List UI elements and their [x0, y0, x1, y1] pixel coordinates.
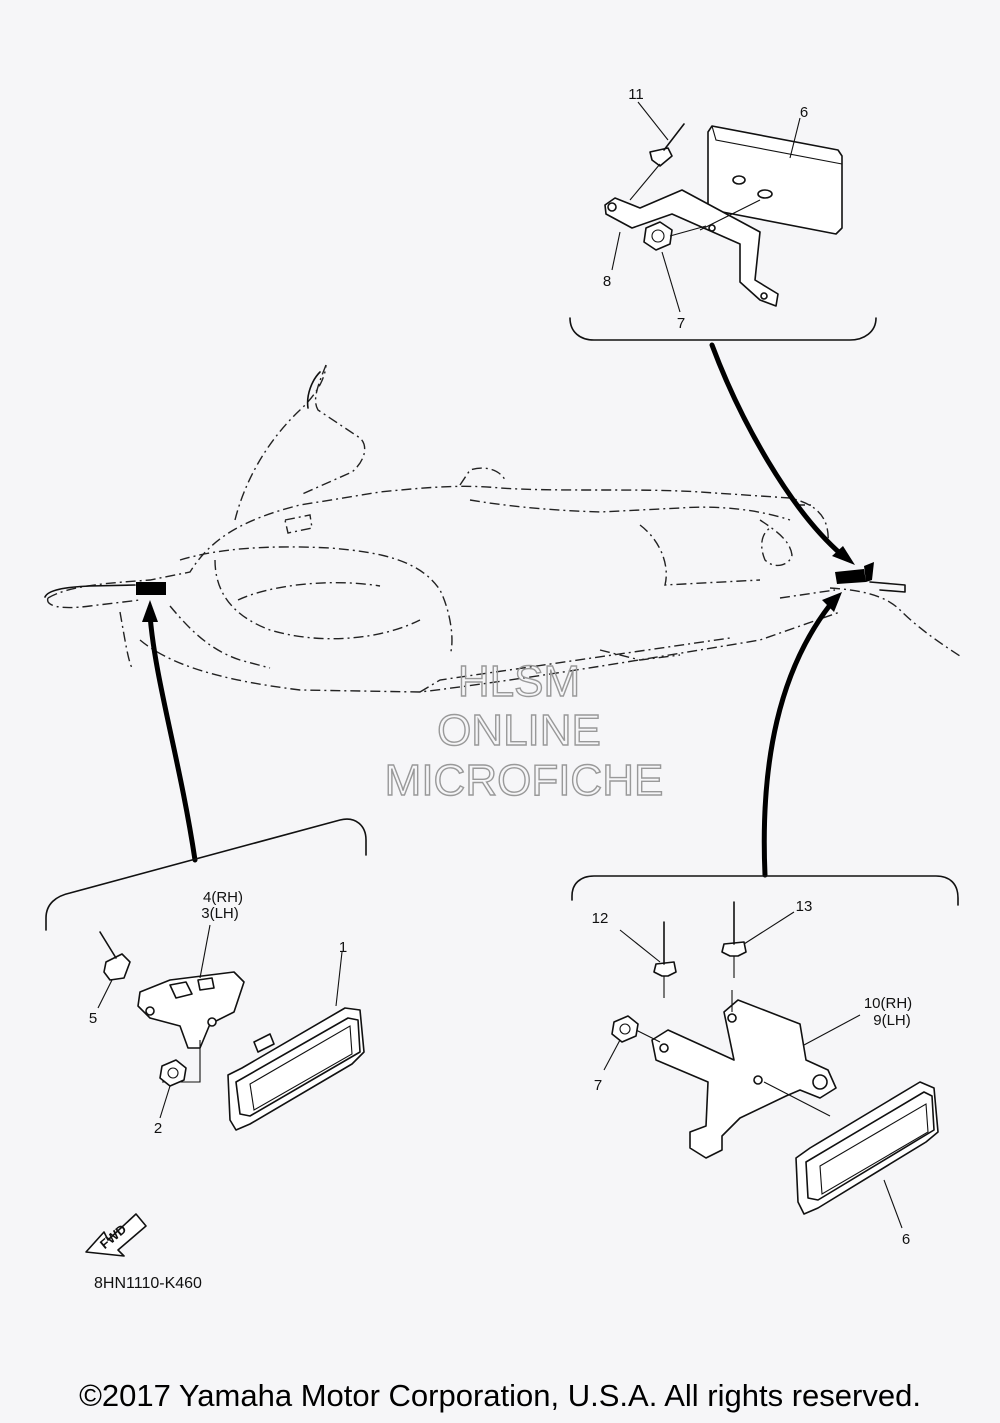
rear-detail-inset: 12 13 10(RH) 9(LH) 7 6: [571, 875, 959, 1248]
detail-arrowhead-front: [142, 600, 158, 622]
watermark-line-2: ONLINE: [437, 706, 601, 755]
diagram-code: 8HN1110-K460: [94, 1275, 202, 1292]
callout-8: 8: [603, 273, 611, 290]
detail-arrow-rear-reflector: [761, 602, 833, 878]
front-detail-inset: 4(RH) 3(LH) 1 5 2: [45, 818, 367, 1137]
callout-7-right: 7: [594, 1077, 602, 1094]
rivet-part-13: [721, 941, 747, 957]
rivet-part-12: [653, 961, 677, 977]
watermark: HLSM ONLINE MICROFICHE: [384, 656, 664, 805]
callout-10: 10(RH): [864, 995, 912, 1012]
rivet-part-5: [103, 953, 131, 981]
callout-13: 13: [796, 898, 813, 915]
callout-5: 5: [89, 1010, 97, 1027]
detail-arrowhead-rear: [822, 592, 842, 612]
front-reflector-location-marker: [136, 582, 166, 595]
copyright-notice: ©2017 Yamaha Motor Corporation, U.S.A. A…: [79, 1378, 921, 1413]
callout-4: 4(RH): [203, 889, 243, 906]
detail-arrow-front-reflector: [147, 612, 198, 863]
callout-6-top: 6: [800, 104, 808, 121]
nut-part-7-right: [611, 1015, 639, 1043]
callout-12: 12: [592, 910, 609, 927]
callout-6-bottom: 6: [902, 1231, 910, 1248]
callout-2: 2: [154, 1120, 162, 1137]
bracket-part-8: [604, 189, 779, 307]
fwd-arrow-icon: FWD: [85, 1213, 147, 1257]
bracket-part-9-10: [651, 999, 837, 1159]
rivet-part-11: [649, 147, 673, 167]
callout-9: 9(LH): [873, 1012, 911, 1029]
snowmobile-outline: [44, 364, 961, 693]
detail-arrow-top-bracket: [709, 342, 845, 558]
top-detail-inset: 11 6 8 7: [569, 86, 877, 341]
callout-3: 3(LH): [201, 905, 239, 922]
bracket-part-3-4: [137, 971, 245, 1049]
callout-1: 1: [339, 939, 347, 956]
callout-7-top: 7: [677, 315, 685, 332]
nut-part-7-top: [643, 221, 673, 251]
callout-11: 11: [628, 86, 644, 103]
watermark-line-1: HLSM: [458, 657, 580, 706]
watermark-line-3: MICROFICHE: [385, 756, 664, 805]
nut-part-2: [159, 1059, 187, 1087]
detail-arrowhead-top: [832, 546, 855, 565]
rear-reflector-location-marker: [835, 562, 874, 584]
